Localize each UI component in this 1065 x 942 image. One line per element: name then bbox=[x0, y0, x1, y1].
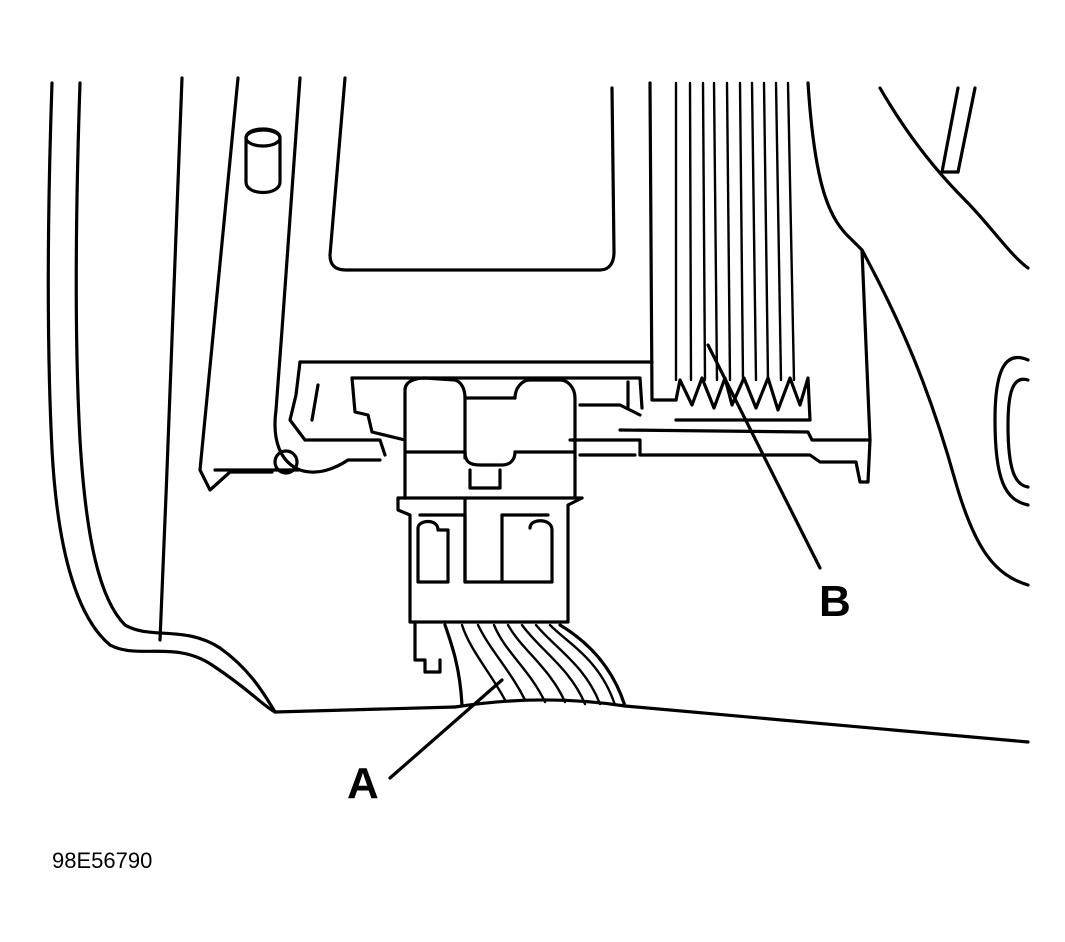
left-trim-panel bbox=[46, 76, 277, 714]
electrical-connector bbox=[396, 376, 584, 674]
leader-line-b bbox=[706, 343, 822, 570]
figure-id: 98E56790 bbox=[52, 848, 153, 873]
right-body-panel bbox=[860, 86, 1030, 587]
wiring-harness bbox=[443, 623, 627, 708]
callout-label-b: B bbox=[819, 577, 851, 626]
leader-line-a bbox=[388, 678, 504, 780]
heat-sink-fins bbox=[648, 81, 872, 442]
callout-label-a: A bbox=[347, 759, 379, 808]
module-housing bbox=[198, 76, 616, 492]
floor-edge bbox=[273, 698, 1030, 744]
module-base-rail bbox=[288, 360, 872, 484]
